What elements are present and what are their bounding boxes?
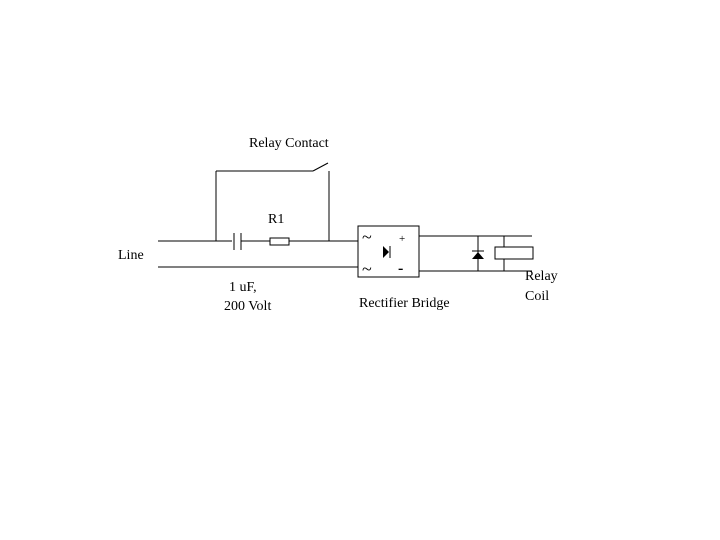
r1-label: R1 xyxy=(268,212,284,227)
flyback-diode-icon xyxy=(472,252,484,259)
bridge-ac-bottom: ~ xyxy=(362,259,372,279)
relay-coil-body xyxy=(494,246,534,260)
bridge-diode-icon xyxy=(383,246,389,258)
bridge-ac-top: ~ xyxy=(362,227,372,247)
capacitor xyxy=(233,233,270,250)
capacitor-value-label-1: 1 uF, xyxy=(229,280,257,295)
relay-coil-label-2: Coil xyxy=(525,289,549,304)
flyback-diode xyxy=(472,236,484,271)
contact-switch-blade xyxy=(312,162,329,172)
relay-coil-label-1: Relay xyxy=(525,269,558,284)
rectifier-bridge-box xyxy=(357,225,420,278)
line-wires xyxy=(158,240,358,268)
rectifier-bridge-label: Rectifier Bridge xyxy=(359,296,450,311)
line-label: Line xyxy=(118,248,144,263)
relay-coil xyxy=(494,236,534,271)
capacitor-value-label-2: 200 Volt xyxy=(224,299,271,314)
resistor-body xyxy=(269,237,290,246)
relay-contact-label: Relay Contact xyxy=(249,136,329,151)
rectifier-bridge: ~ ~ + - xyxy=(357,225,420,279)
relay-contact xyxy=(215,162,330,241)
resistor-r1 xyxy=(269,237,358,246)
dc-output-wires xyxy=(419,235,532,272)
bridge-dc-positive: + xyxy=(399,233,405,245)
labels: Relay Contact R1 Line 1 uF, 200 Volt Rec… xyxy=(118,136,558,314)
bridge-dc-negative: - xyxy=(398,260,403,277)
